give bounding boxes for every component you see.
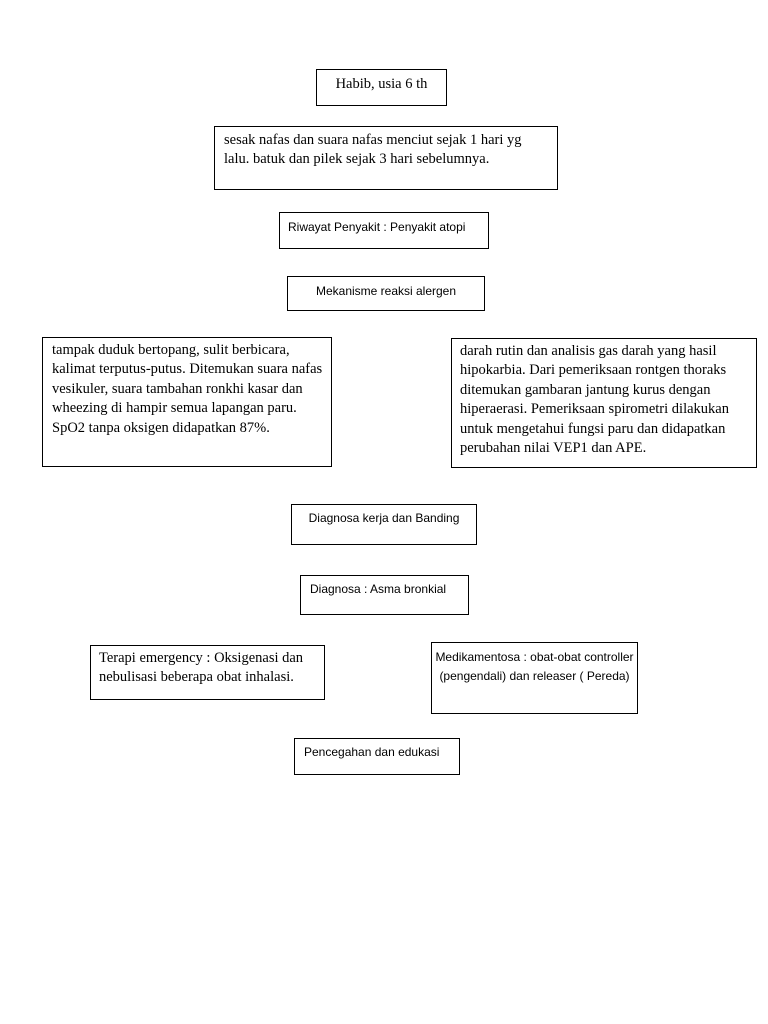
prevention-box: Pencegahan dan edukasi [294, 738, 460, 775]
emergency-therapy-box: Terapi emergency : Oksigenasi dan nebuli… [90, 645, 325, 700]
diagnosis-box: Diagnosa : Asma bronkial [300, 575, 469, 615]
diagnosis-heading-box: Diagnosa kerja dan Banding [291, 504, 477, 545]
medication-box: Medikamentosa : obat-obat controller (pe… [431, 642, 638, 714]
mechanism-box: Mekanisme reaksi alergen [287, 276, 485, 311]
patient-box: Habib, usia 6 th [316, 69, 447, 106]
history-box: Riwayat Penyakit : Penyakit atopi [279, 212, 489, 249]
physical-exam-box: tampak duduk bertopang, sulit berbicara,… [42, 337, 332, 467]
chief-complaint-box: sesak nafas dan suara nafas menciut seja… [214, 126, 558, 190]
supporting-exam-box: darah rutin dan analisis gas darah yang … [451, 338, 757, 468]
